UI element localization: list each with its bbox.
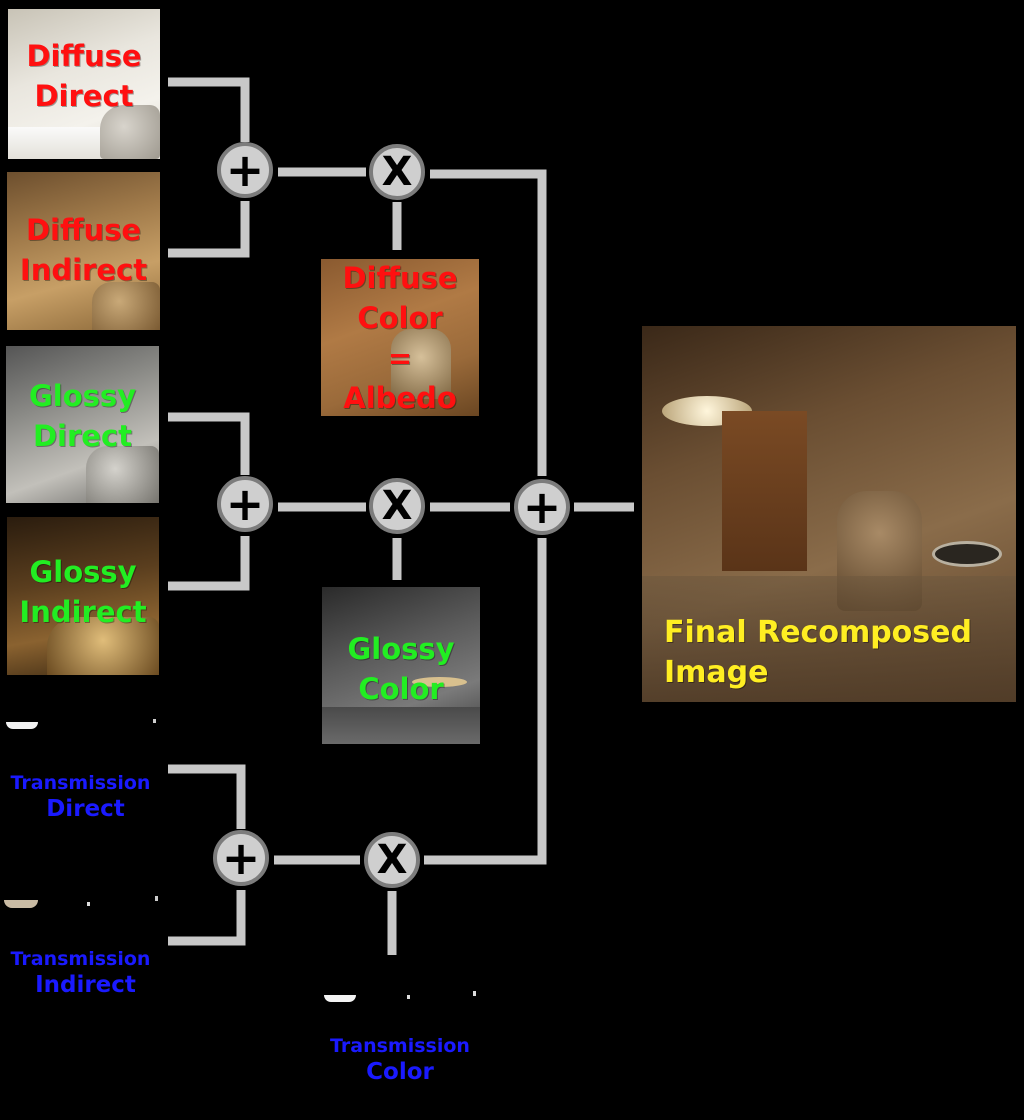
wire-diffuse-direct: [168, 77, 250, 142]
diffuse-multiply-node: X: [369, 144, 425, 200]
diffuse-indirect-label-line-2: Indirect: [19, 253, 148, 287]
diffuse-direct-label-line-2: Direct: [34, 79, 134, 113]
glossy-color-label-line-1: Glossy: [347, 632, 455, 666]
transmission-color-label-line-2: Color: [366, 1059, 434, 1085]
transmission-multiply-node: X: [364, 832, 420, 888]
diffuse-color-label-line-1: Diffuse: [342, 261, 458, 295]
wire-transmission-indirect: [168, 890, 246, 946]
transmission-direct-label-line-1: Transmission: [10, 772, 151, 794]
diffuse-color-label-line-2: Color: [357, 301, 443, 335]
transmission-direct-label: Transmission Direct: [3, 774, 158, 821]
glossy-indirect-pass: Glossy Indirect: [7, 517, 159, 675]
transmission-indirect-label-line-1: Transmission: [10, 948, 151, 970]
diffuse-color-label-line-4: Albedo: [343, 381, 457, 415]
transmission-indirect-pass: Transmission Indirect: [3, 892, 158, 1007]
diffuse-color-pass: Diffuse Color = Albedo: [321, 259, 479, 416]
diffuse-add-node: +: [217, 142, 273, 198]
diffuse-color-label-equals: =: [387, 341, 413, 375]
wire-transmission-product-to-final-sum: [424, 538, 547, 865]
transmission-color-pass: Transmission Color: [320, 985, 480, 1090]
transmission-color-label: Transmission Color: [320, 1037, 480, 1084]
wire-diffuse-indirect: [168, 201, 250, 258]
transmission-indirect-label-line-2: Indirect: [35, 972, 136, 998]
diffuse-direct-label-line-1: Diffuse: [26, 39, 142, 73]
final-image-label: Final Recomposed Image: [664, 618, 972, 688]
transmission-direct-pass: Transmission Direct: [3, 716, 158, 831]
transmission-direct-label-line-2: Direct: [46, 796, 125, 822]
wire-transmission-direct: [168, 764, 246, 829]
glossy-color-label-line-2: Color: [358, 672, 444, 706]
diffuse-indirect-label: Diffuse Indirect: [7, 216, 160, 285]
wire-diffuse-product-to-final-sum: [430, 169, 547, 476]
diffuse-direct-label: Diffuse Direct: [8, 42, 160, 111]
diffuse-indirect-pass: Diffuse Indirect: [7, 172, 160, 330]
glossy-color-pass: Glossy Color: [322, 587, 480, 744]
transmission-color-label-line-1: Transmission: [330, 1035, 470, 1057]
glossy-direct-label-line-2: Direct: [32, 419, 133, 453]
glossy-direct-pass: Glossy Direct: [6, 346, 159, 503]
glossy-multiply-node: X: [369, 478, 425, 534]
final-add-node: +: [514, 479, 570, 535]
transmission-add-node: +: [213, 830, 269, 886]
glossy-indirect-label-line-2: Indirect: [19, 595, 147, 629]
wire-glossy-indirect: [168, 536, 250, 591]
glossy-direct-label-line-1: Glossy: [28, 379, 137, 413]
final-image-label-line-2: Image: [664, 655, 769, 690]
glossy-add-node: +: [217, 476, 273, 532]
diffuse-color-label: Diffuse Color = Albedo: [321, 264, 479, 413]
final-image-label-line-1: Final Recomposed: [664, 615, 972, 650]
diffuse-direct-pass: Diffuse Direct: [8, 9, 160, 159]
wire-glossy-direct: [168, 412, 250, 475]
glossy-direct-label: Glossy Direct: [6, 382, 159, 451]
glossy-indirect-label-line-1: Glossy: [29, 555, 137, 589]
glossy-color-label: Glossy Color: [322, 635, 480, 704]
glossy-indirect-label: Glossy Indirect: [7, 558, 159, 627]
diffuse-indirect-label-line-1: Diffuse: [25, 213, 142, 247]
transmission-indirect-label: Transmission Indirect: [3, 950, 158, 997]
final-recomposed-image: Final Recomposed Image: [642, 326, 1016, 702]
